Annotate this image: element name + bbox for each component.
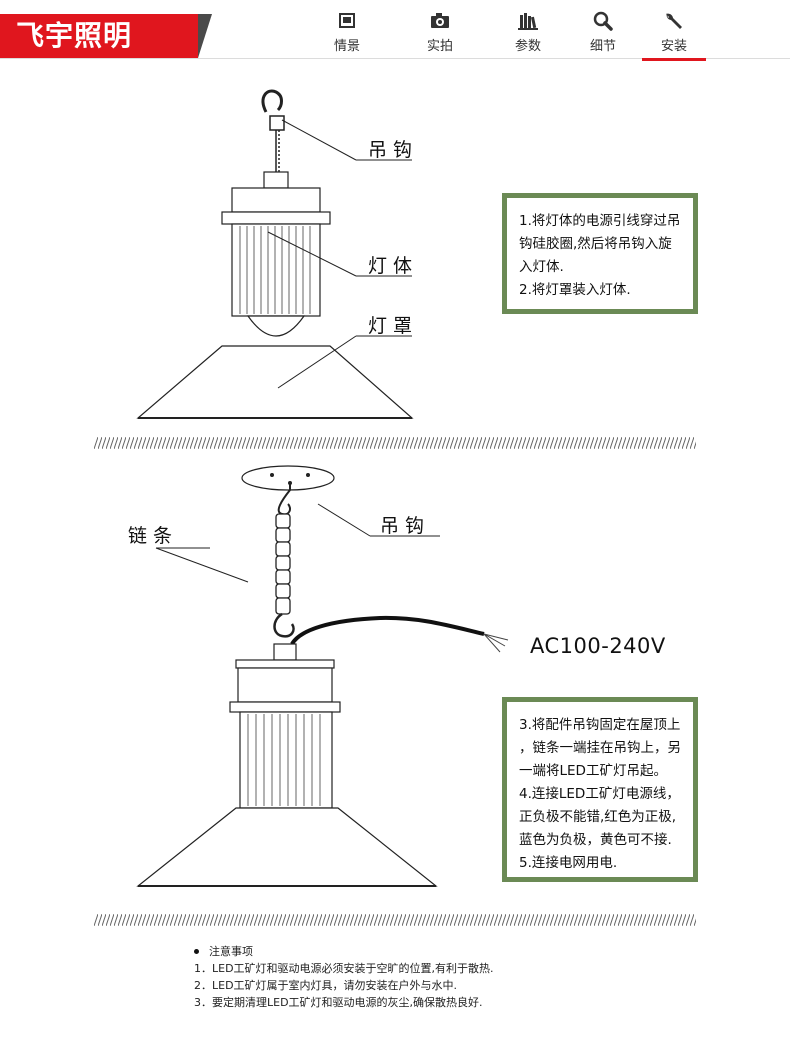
instruction-line: 钩硅胶圈,然后将吊钩入旋 [519,236,672,252]
tab-params-label: 参数 [514,39,541,54]
instruction-box-2: 3.将配件吊钩固定在屋顶上 ，链条一端挂在吊钩上，另 一端将LED工矿灯吊起。 … [502,697,698,882]
list-item: 3．要定期清理LED工矿灯和驱动电源的灰尘,确保散热良好. [194,996,483,1009]
instruction-line: 正负极不能错,红色为正极, [519,809,677,825]
camera-icon [431,13,449,28]
brand-logo-tip [198,14,212,58]
tab-params[interactable]: 参数 [496,6,560,60]
notes-list: 1．LED工矿灯和驱动电源必须安装于空旷的位置,有利于散热. 2．LED工矿灯属… [194,960,714,1011]
instruction-line: 1.将灯体的电源引线穿过吊 [519,213,681,229]
instruction-line: 3.将配件吊钩固定在屋顶上 [519,717,681,733]
tab-photos[interactable]: 实拍 [408,6,472,60]
books-icon [518,13,538,30]
section-divider [94,914,696,926]
tab-install[interactable]: 安装 [642,6,706,61]
notes-title-text: 注意事项 [209,945,253,958]
instruction-line: 一端将LED工矿灯吊起。 [519,763,667,779]
instruction-line: 4.连接LED工矿灯电源线， [519,786,680,802]
bullet-icon [194,949,199,954]
lamp-lens [246,315,306,337]
power-cable [290,615,485,646]
lamp-shade-2 [136,807,438,887]
tab-scene[interactable]: 情景 [315,6,379,60]
instruction-line: 入灯体. [519,259,564,275]
wrench-icon [666,13,682,29]
brand-logo: 飞宇照明 [0,14,198,58]
tab-details[interactable]: 细节 [571,6,635,60]
diagram-hanging: 链条 吊钩 [128,465,509,887]
lamp-heatsink [231,223,321,317]
section-divider [94,437,696,449]
lamp-cap [231,187,321,213]
tab-install-label: 安装 [660,39,687,54]
label-chain: 链条 [128,525,178,547]
tab-photos-label: 实拍 [426,39,453,54]
instruction-line: ，链条一端挂在吊钩上，另 [519,740,681,756]
ceiling-plate [241,465,335,491]
list-item: 1．LED工矿灯和驱动电源必须安装于空旷的位置,有利于散热. [194,962,494,975]
instruction-line: 5.连接电网用电. [519,855,618,871]
label-hook-1: 吊钩 [368,139,418,161]
lamp-shade [136,345,414,419]
chain [275,513,291,615]
header-divider [0,58,790,59]
label-shade: 灯罩 [368,315,418,337]
header: 飞宇照明 情景 实拍 [0,0,790,61]
list-item: 2．LED工矿灯属于室内灯具，请勿安装在户外与水中. [194,979,458,992]
instruction-line: 2.将灯罩装入灯体. [519,282,631,298]
instruction-box-1: 1.将灯体的电源引线穿过吊 钩硅胶圈,然后将吊钩入旋 入灯体. 2.将灯罩装入灯… [502,193,698,314]
hook-base [269,115,285,131]
nav-bar: 情景 实拍 参数 [0,6,790,61]
lamp-neck [263,171,289,189]
hook-shape [261,89,283,113]
label-hook-2: 吊钩 [380,515,430,537]
magnifier-icon [593,11,613,31]
diagram-assembly: 吊钩 灯体 灯罩 [136,89,418,419]
active-tab-indicator [642,58,706,61]
instruction-line: 蓝色为负极，黄色可不接. [519,832,672,848]
voltage-label: AC100-240V [530,634,666,658]
tab-scene-label: 情景 [333,39,360,54]
notes-section: 注意事项 1．LED工矿灯和驱动电源必须安装于空旷的位置,有利于散热. 2．LE… [194,943,714,1011]
label-body: 灯体 [368,255,418,277]
lamp-flange [221,211,331,225]
notes-title: 注意事项 [194,943,714,960]
tab-details-label: 细节 [589,39,616,54]
picture-icon [339,13,355,28]
